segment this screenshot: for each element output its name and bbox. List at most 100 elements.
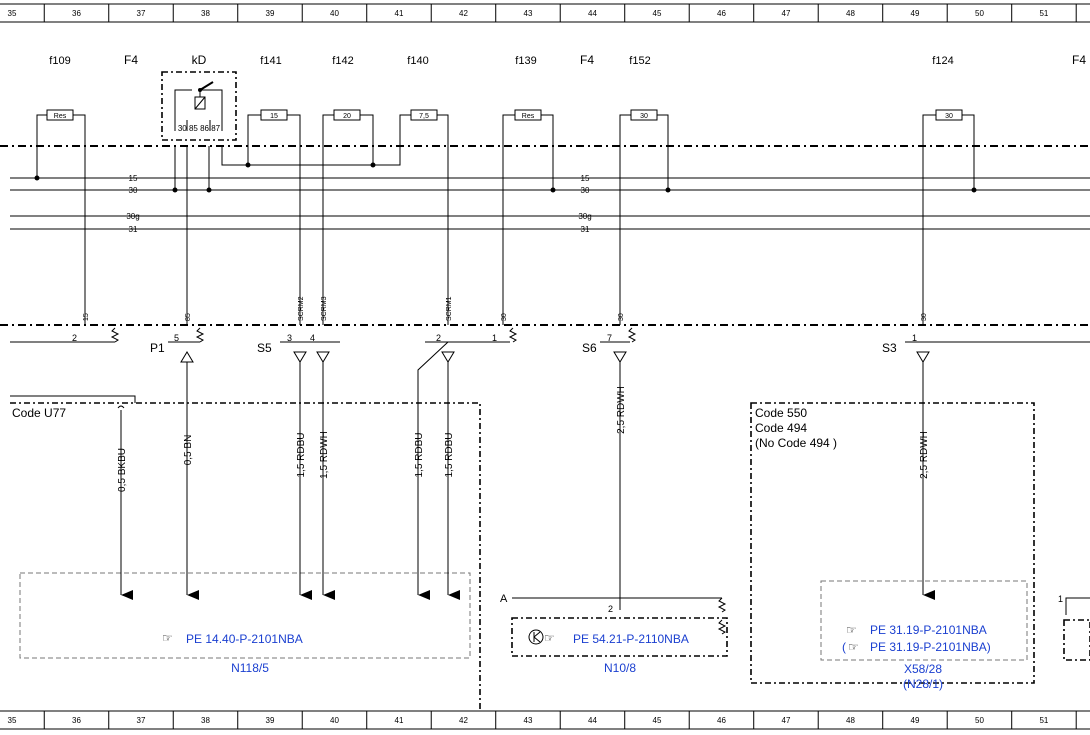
fuse-rating: 15 — [270, 113, 278, 120]
fuse-name: f141 — [260, 55, 281, 67]
wire-labels: 0,5 BKBU 0,5 BN 1,5 RDBU 1,5 RDWH 1,5 RD… — [117, 386, 930, 492]
ruler-label: 35 — [8, 716, 17, 725]
pin-number: 4 — [310, 333, 315, 343]
ref-paren: ( — [842, 640, 846, 654]
component-name[interactable]: X58/28 — [904, 662, 942, 676]
ruler-label: 40 — [330, 716, 339, 725]
fuse-block-label: F4 — [580, 53, 594, 67]
bus-label: 15 — [581, 174, 590, 183]
transistor-icon — [528, 629, 544, 645]
bus-label: 30g — [578, 212, 591, 221]
ruler-label: 44 — [588, 9, 597, 18]
code-label: Code U77 — [12, 406, 66, 420]
ruler-label: 45 — [653, 716, 662, 725]
component-n118[interactable]: ☞ PE 14.40-P-2101NBA N118/5 — [162, 631, 303, 675]
fuse-f141: f141 15 — [247, 55, 301, 146]
ruler-label: 38 — [201, 9, 210, 18]
wire-color: 2,5 RDWH — [616, 386, 627, 434]
pin-number: 7 — [607, 333, 612, 343]
bus-labels-right: 15 30 30g 31 — [578, 174, 591, 234]
ruler-label: 49 — [911, 716, 920, 725]
fuse-block-label: F4 — [1072, 53, 1086, 67]
ruler-label: 50 — [975, 716, 984, 725]
connector-pin-numbers: 2 5 3 4 2 1 7 1 — [72, 333, 917, 343]
ground-triangle-icon — [180, 351, 930, 363]
wire-color: 2,5 RDWH — [919, 431, 930, 479]
pin-label: 30 — [618, 313, 625, 321]
pointing-hand-icon: ☞ — [846, 623, 857, 637]
fuse-rating: Res — [522, 113, 535, 120]
ruler-label: 47 — [782, 716, 791, 725]
ref-link[interactable]: PE 54.21-P-2110NBA — [573, 632, 689, 646]
harness-wires — [120, 341, 460, 600]
connector-strip — [10, 327, 1090, 343]
fuse-name: f124 — [932, 55, 953, 67]
ruler-label: 50 — [975, 9, 984, 18]
pin-label: SCRM2 — [298, 296, 305, 321]
bus-lines — [10, 177, 1090, 230]
bus-label: 31 — [581, 225, 590, 234]
wire-color: 0,5 BN — [183, 435, 194, 466]
ruler-label: 36 — [72, 716, 81, 725]
ruler-label: 40 — [330, 9, 339, 18]
wire-color: 1,5 RDBU — [296, 432, 307, 477]
fuse-rating: Res — [54, 113, 67, 120]
ref-link[interactable]: PE 14.40-P-2101NBA — [186, 632, 303, 646]
ruler-label: 43 — [524, 9, 533, 18]
bus-label: 30g — [126, 212, 139, 221]
pointing-hand-icon: ☞ — [544, 631, 555, 645]
connector-name: S5 — [257, 341, 272, 355]
pin-label: SCRM1 — [446, 296, 453, 321]
component-name[interactable]: N118/5 — [231, 661, 269, 675]
ref-link[interactable]: PE 31.19-P-2101NBA — [870, 623, 987, 637]
bus-label: 30 — [129, 186, 138, 195]
edge-component: 1 — [1058, 594, 1090, 661]
fuse-f142: f142 20 — [322, 55, 374, 146]
connector-pin-labels: 15 85 SCRM2 SCRM3 SCRM1 30 30 30 — [83, 296, 928, 321]
ruler-label: 42 — [459, 716, 468, 725]
ruler-label: 35 — [8, 9, 17, 18]
wire-color: 1,5 RDWH — [319, 431, 330, 479]
component-n10[interactable]: A 2 ☞ PE 54.21-P-2110NBA N10/8 — [500, 362, 728, 675]
code-550-area — [750, 362, 1035, 684]
ruler-label: 49 — [911, 9, 920, 18]
fuse-name: f139 — [515, 55, 536, 67]
ruler-label: 43 — [524, 716, 533, 725]
component-x58[interactable]: ☞ PE 31.19-P-2101NBA ( ☞ PE 31.19-P-2101… — [842, 623, 991, 691]
pin-number: 3 — [287, 333, 292, 343]
ruler-label: 47 — [782, 9, 791, 18]
ruler-label: 46 — [717, 716, 726, 725]
fuse-rating: 7,5 — [419, 113, 429, 120]
component-name[interactable]: N10/8 — [604, 661, 636, 675]
connector-name: P1 — [150, 341, 165, 355]
ruler-label: 44 — [588, 716, 597, 725]
code-label: Code 494 — [755, 421, 807, 435]
ruler-label: 46 — [717, 9, 726, 18]
bus-labels-left: 15 30 30g 31 — [126, 174, 139, 234]
fuse-rating: 30 — [640, 113, 648, 120]
ruler-label: 48 — [846, 716, 855, 725]
pin-number: 2 — [72, 333, 77, 343]
connector-a-label: A — [500, 593, 508, 605]
wire-color: 1,5 RDBU — [414, 432, 425, 477]
fuse-name: f142 — [332, 55, 353, 67]
fuse-name: f152 — [629, 55, 650, 67]
pin-number: 2 — [436, 333, 441, 343]
pin-label: SCRM3 — [321, 296, 328, 321]
component-alt-name[interactable]: (N28/1) — [903, 677, 943, 691]
fuse-f140: f140 7,5 — [399, 55, 449, 146]
pin-label: 15 — [83, 313, 90, 321]
relay-name: kD — [192, 53, 207, 67]
fuse-f124: f124 30 — [922, 55, 975, 146]
connector-names: P1 S5 S6 S3 — [150, 341, 897, 355]
fuse-block-label: F4 — [124, 53, 138, 67]
fuse-f152: f152 30 — [619, 55, 669, 146]
ref-link[interactable]: PE 31.19-P-2101NBA) — [870, 640, 991, 654]
pointing-hand-icon: ☞ — [162, 631, 173, 645]
ruler-label: 42 — [459, 9, 468, 18]
top-grid-ruler: 353637383940414243444546474849505152 — [0, 3, 1090, 23]
pin-label: 30 — [501, 313, 508, 321]
wire-color: 1,5 RDBU — [444, 432, 455, 477]
bus-label: 30 — [581, 186, 590, 195]
